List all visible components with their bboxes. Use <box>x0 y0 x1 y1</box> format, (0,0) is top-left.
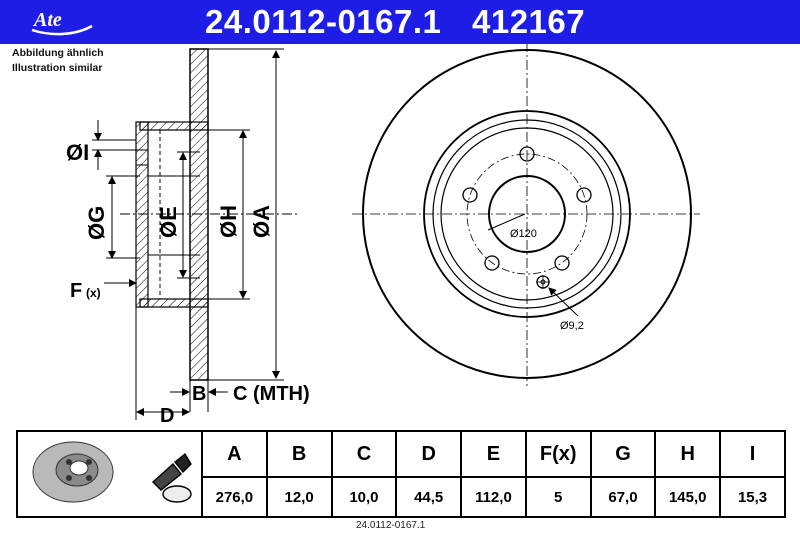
illustration-note-en: Illustration similar <box>12 62 103 74</box>
header-f: F(x) <box>524 430 592 478</box>
dim-label-a: ØA <box>249 205 274 238</box>
illustration-note-de: Abbildung ähnlich <box>12 47 104 59</box>
value-g: 67,0 <box>589 476 657 518</box>
specification-table: A B C D E F(x) G H I 276,0 12,0 10,0 44,… <box>16 430 786 518</box>
dim-label-d: D <box>160 405 174 427</box>
header-b: B <box>265 430 333 478</box>
value-c: 10,0 <box>330 476 398 518</box>
value-b: 12,0 <box>265 476 333 518</box>
dim-label-f-sub: (x) <box>86 286 101 300</box>
value-e: 112,0 <box>460 476 527 518</box>
bolt-holes <box>462 146 592 271</box>
value-i: 15,3 <box>719 476 786 518</box>
dim-label-b: B <box>192 383 206 405</box>
technical-drawing: ØI ØG ØE ØH ØA F (x) B C (MTH) D <box>66 44 700 427</box>
bolt-circle-label: Ø120 <box>510 228 537 240</box>
value-d: 44,5 <box>395 476 463 518</box>
header-c: C <box>330 430 398 478</box>
dimension-lines <box>92 48 300 420</box>
part-number: 24.0112-0167.1 <box>205 3 442 40</box>
dim-label-i: ØI <box>66 140 89 165</box>
value-f: 5 <box>524 476 592 518</box>
header-g: G <box>589 430 657 478</box>
header-a: A <box>201 430 268 478</box>
dim-label-g: ØG <box>84 206 109 240</box>
header-bar: Ate 24.0112-0167.1 412167 <box>0 0 800 44</box>
reference-number: 412167 <box>472 3 586 40</box>
footer-part-code: 24.0112-0167.1 <box>356 520 426 531</box>
product-thumbnail <box>16 430 203 518</box>
dim-label-e: ØE <box>156 206 181 238</box>
header-i: I <box>719 430 786 478</box>
value-a: 276,0 <box>201 476 268 518</box>
brand-text: Ate <box>32 9 62 31</box>
hole-diameter-label: Ø9,2 <box>560 320 584 332</box>
hat-top-wall <box>139 121 209 131</box>
disc-thumbnail-icon <box>32 441 192 503</box>
header-e: E <box>460 430 527 478</box>
header-h: H <box>654 430 722 478</box>
hat-bottom-wall <box>139 298 209 308</box>
wrench-disc-icon <box>151 452 192 503</box>
dim-label-h: ØH <box>216 205 241 238</box>
value-h: 145,0 <box>654 476 722 518</box>
dim-label-f: F <box>70 280 82 302</box>
ate-logo: Ate <box>31 9 93 36</box>
header-d: D <box>395 430 463 478</box>
dim-label-c: C (MTH) <box>233 383 310 405</box>
front-view <box>352 44 700 386</box>
